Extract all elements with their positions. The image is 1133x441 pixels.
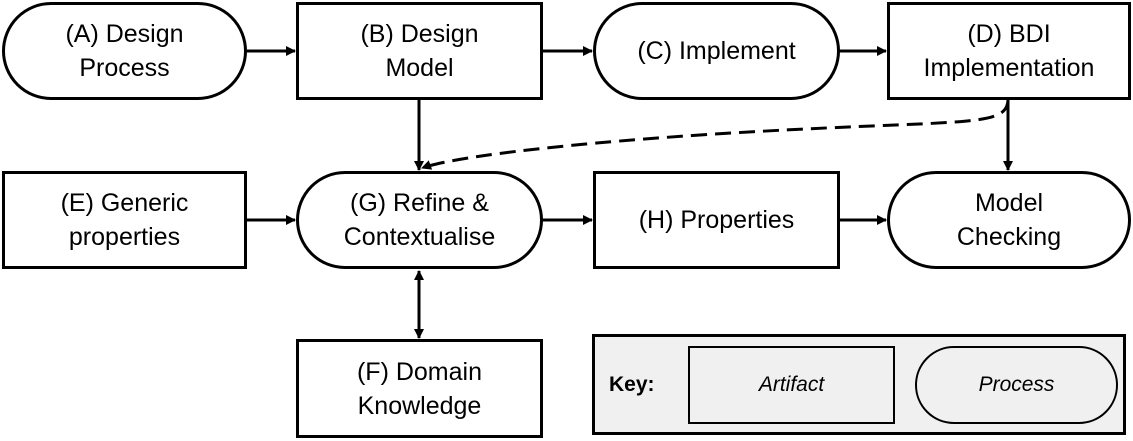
node-d-label: (D) BDI Implementation: [923, 20, 1095, 82]
legend-key: Key: Artifact Process: [592, 334, 1126, 435]
node-f-label: (F) Domain Knowledge: [356, 357, 482, 420]
legend-artifact: Artifact: [688, 346, 895, 424]
node-model-checking-label: Model Checking: [956, 189, 1062, 251]
node-g-refine-contextualise: (G) Refine & Contextualise: [296, 171, 543, 269]
node-d-bdi-implementation: (D) BDI Implementation: [887, 2, 1131, 100]
node-c-implement: (C) Implement: [593, 2, 840, 100]
node-model-checking: Model Checking: [887, 171, 1131, 269]
node-a-design-process: (A) Design Process: [2, 2, 247, 100]
node-h-properties: (H) Properties: [593, 171, 840, 269]
node-f-domain-knowledge: (F) Domain Knowledge: [296, 339, 543, 438]
legend-process: Process: [915, 346, 1118, 424]
node-c-label: (C) Implement: [637, 37, 796, 65]
node-g-label: (G) Refine & Contextualise: [343, 189, 496, 251]
node-e-generic-properties: (E) Generic properties: [2, 171, 247, 269]
legend-title: Key:: [609, 373, 655, 396]
edge-d-to-g-dashed: [421, 98, 1010, 170]
node-h-label: (H) Properties: [638, 206, 795, 234]
node-a-label: (A) Design Process: [65, 20, 184, 82]
node-b-label: (B) Design Model: [360, 20, 479, 82]
node-b-design-model: (B) Design Model: [296, 2, 543, 100]
legend-artifact-label: Artifact: [758, 373, 825, 396]
legend-process-label: Process: [978, 373, 1055, 396]
node-e-label: (E) Generic properties: [60, 189, 189, 251]
